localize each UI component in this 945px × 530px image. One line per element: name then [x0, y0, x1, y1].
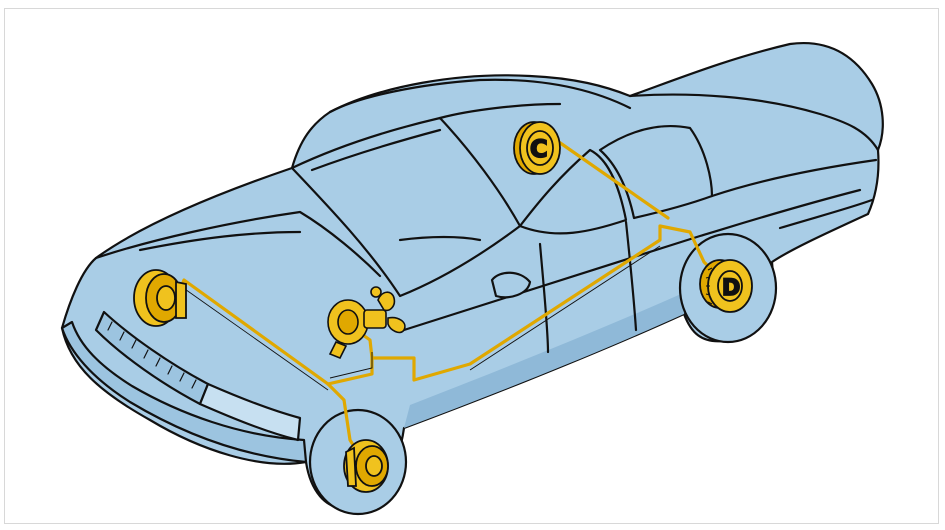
rear-right-brake-label: D	[722, 276, 740, 301]
car-body	[62, 43, 883, 514]
brake-disc-front-right	[344, 440, 388, 492]
rear-left-brake-label: C	[530, 135, 548, 163]
brake-drum-rear-left: C	[514, 122, 560, 174]
brake-drum-rear-right: D	[700, 260, 752, 312]
